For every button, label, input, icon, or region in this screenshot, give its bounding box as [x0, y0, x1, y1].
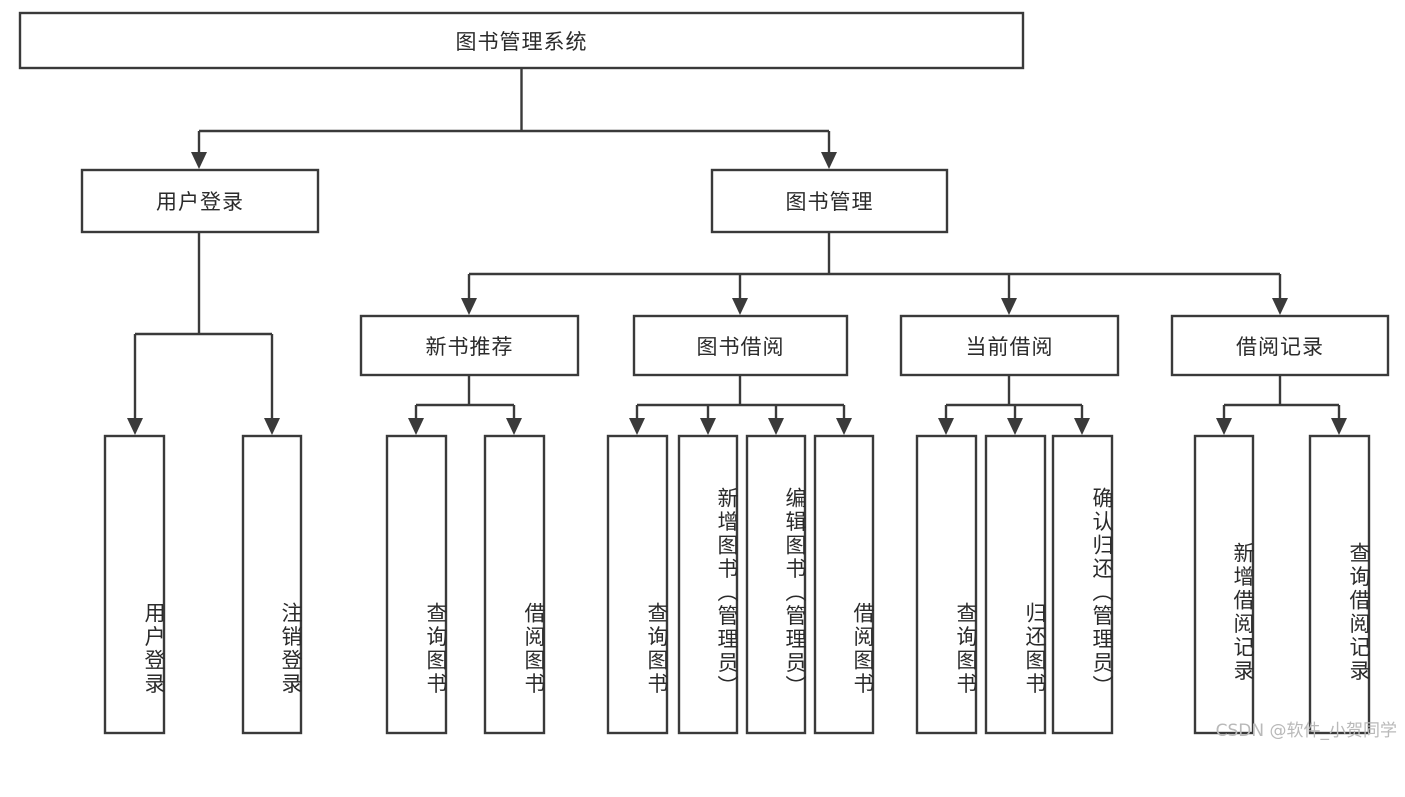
- node-box-leaf-return-book[interactable]: [984, 434, 1047, 735]
- node-box-leaf-logout[interactable]: [241, 434, 303, 735]
- arrow-to-book-manage: [821, 152, 837, 169]
- arrow-to-new-book-recommend: [461, 298, 477, 315]
- arrow-to-leaf-query-book-3: [938, 418, 954, 435]
- node-box-leaf-borrow-book-2[interactable]: [813, 434, 875, 735]
- arrow-to-leaf-query-book-1: [408, 418, 424, 435]
- node-box-leaf-add-record[interactable]: [1193, 434, 1255, 735]
- node-box-leaf-query-book-3[interactable]: [915, 434, 978, 735]
- arrow-to-leaf-user-login: [127, 418, 143, 435]
- arrow-to-leaf-query-book-2: [629, 418, 645, 435]
- node-box-leaf-borrow-book-1[interactable]: [483, 434, 546, 735]
- node-box-leaf-query-book-1[interactable]: [385, 434, 448, 735]
- arrow-to-borrow-record: [1272, 298, 1288, 315]
- arrow-to-leaf-confirm-return: [1074, 418, 1090, 435]
- node-box-new-book-recommend[interactable]: [359, 314, 580, 377]
- arrow-to-leaf-query-record: [1331, 418, 1347, 435]
- node-box-user-login[interactable]: [80, 168, 320, 234]
- node-box-leaf-query-record[interactable]: [1308, 434, 1371, 735]
- connectors-root-to-level2: [191, 68, 837, 169]
- node-box-leaf-query-book-2[interactable]: [606, 434, 669, 735]
- connectors-new-book-recommend-to-leaves: [408, 375, 522, 435]
- node-box-current-borrow[interactable]: [899, 314, 1120, 377]
- arrow-to-book-borrow: [732, 298, 748, 315]
- arrow-to-leaf-add-book: [700, 418, 716, 435]
- node-box-root[interactable]: [18, 11, 1025, 70]
- arrow-to-leaf-add-record: [1216, 418, 1232, 435]
- arrow-to-leaf-edit-book: [768, 418, 784, 435]
- connectors-current-borrow-to-leaves: [938, 375, 1090, 435]
- connectors-book-manage-to-level3: [461, 232, 1288, 315]
- diagram-canvas: 图书管理系统 用户登录 图书管理 新书推荐 图书借阅 当前借阅 借阅记录 用户登…: [18, 11, 1397, 741]
- node-box-borrow-record[interactable]: [1170, 314, 1390, 377]
- node-box-book-borrow[interactable]: [632, 314, 849, 377]
- connectors-borrow-record-to-leaves: [1216, 375, 1347, 435]
- node-box-leaf-add-book[interactable]: [677, 434, 739, 735]
- tree-diagram-svg: [18, 11, 1390, 735]
- node-box-leaf-confirm-return[interactable]: [1051, 434, 1114, 735]
- arrow-to-leaf-borrow-book-2: [836, 418, 852, 435]
- node-box-leaf-user-login[interactable]: [103, 434, 166, 735]
- arrow-to-leaf-borrow-book-1: [506, 418, 522, 435]
- node-box-book-manage[interactable]: [710, 168, 949, 234]
- arrow-to-current-borrow: [1001, 298, 1017, 315]
- connectors-user-login-to-leaves: [127, 232, 280, 435]
- arrow-to-leaf-logout: [264, 418, 280, 435]
- node-box-leaf-edit-book[interactable]: [745, 434, 807, 735]
- arrow-to-user-login: [191, 152, 207, 169]
- watermark-text: CSDN @软件_小贺同学: [1215, 721, 1397, 741]
- arrow-to-leaf-return-book: [1007, 418, 1023, 435]
- connectors-book-borrow-to-leaves: [629, 375, 852, 435]
